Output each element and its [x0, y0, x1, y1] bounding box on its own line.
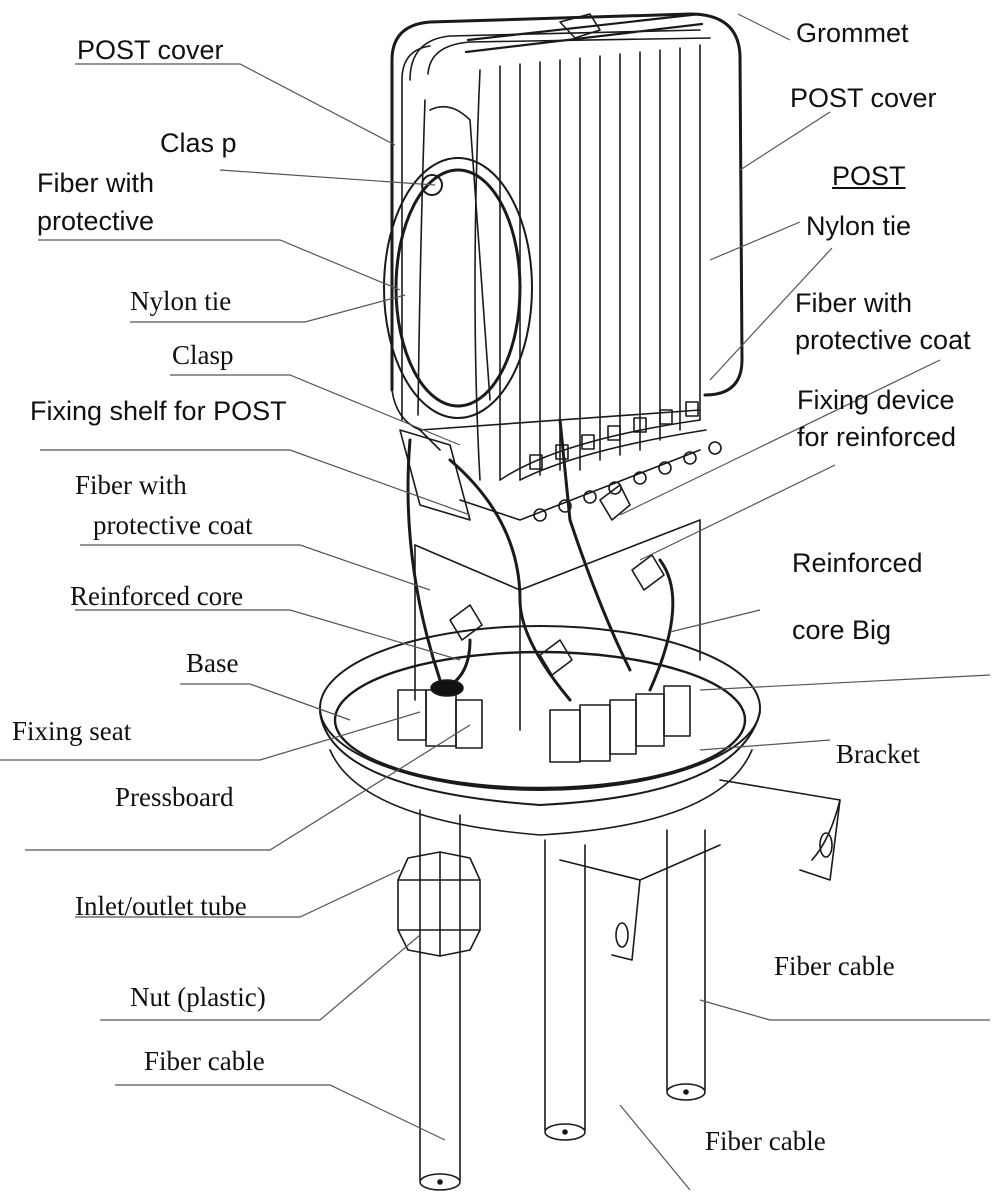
label-post-cover-left: POST cover: [77, 35, 224, 65]
label-clasp-top: Clas p: [160, 128, 237, 158]
cables: [419, 809, 706, 1191]
label-fixing-shelf: Fixing shelf for POST: [30, 396, 287, 426]
label-grommet: Grommet: [796, 18, 909, 48]
plastic-nut: [397, 851, 481, 957]
label-fiber-cable-left: Fiber cable: [144, 1046, 265, 1076]
label-post: POST: [832, 161, 906, 191]
fiber-routes: [406, 418, 675, 702]
front-tray-window: [383, 45, 533, 421]
grommet-strap: [464, 12, 704, 54]
label-reinforced-big-line2: core Big: [792, 615, 892, 645]
core-fittings: [449, 484, 665, 676]
label-reinforced-core: Reinforced core: [70, 581, 244, 611]
label-fiber-cable-bottom: Fiber cable: [705, 1126, 826, 1156]
label-fiber-protective-line1: Fiber with: [37, 168, 155, 198]
label-reinforced-big-line1: Reinforced: [792, 548, 923, 578]
label-fixing-seat: Fixing seat: [12, 716, 132, 746]
label-bracket: Bracket: [836, 739, 920, 769]
label-nut-plastic: Nut (plastic): [130, 982, 266, 1012]
label-clasp-mid: Clasp: [172, 340, 234, 370]
label-nylon-tie-right: Nylon tie: [806, 211, 912, 241]
label-fiber-protective-line2: protective: [37, 206, 155, 236]
fixing-seats: [397, 679, 691, 763]
label-fiber-coat-left-line1: Fiber with: [75, 470, 187, 500]
label-fiber-coat-left-line2: protective coat: [93, 510, 253, 540]
label-fixing-device-line2: for reinforced: [797, 422, 957, 452]
label-pressboard: Pressboard: [115, 782, 234, 812]
label-post-cover-right: POST cover: [790, 83, 937, 113]
post-cover-trays: [390, 12, 744, 481]
label-base: Base: [186, 648, 239, 678]
leader-lines: [0, 13, 991, 1191]
label-nylon-tie-left: Nylon tie: [130, 286, 232, 316]
base-ring: [319, 625, 761, 836]
label-fixing-device-line1: Fixing device: [797, 385, 955, 415]
label-inlet-outlet-tube: Inlet/outlet tube: [75, 891, 247, 921]
label-fiber-coat-right-line1: Fiber with: [795, 288, 913, 318]
bracket: [559, 779, 841, 961]
label-fiber-coat-right-line2: protective coat: [795, 325, 971, 355]
label-fiber-cable-right: Fiber cable: [774, 951, 895, 981]
